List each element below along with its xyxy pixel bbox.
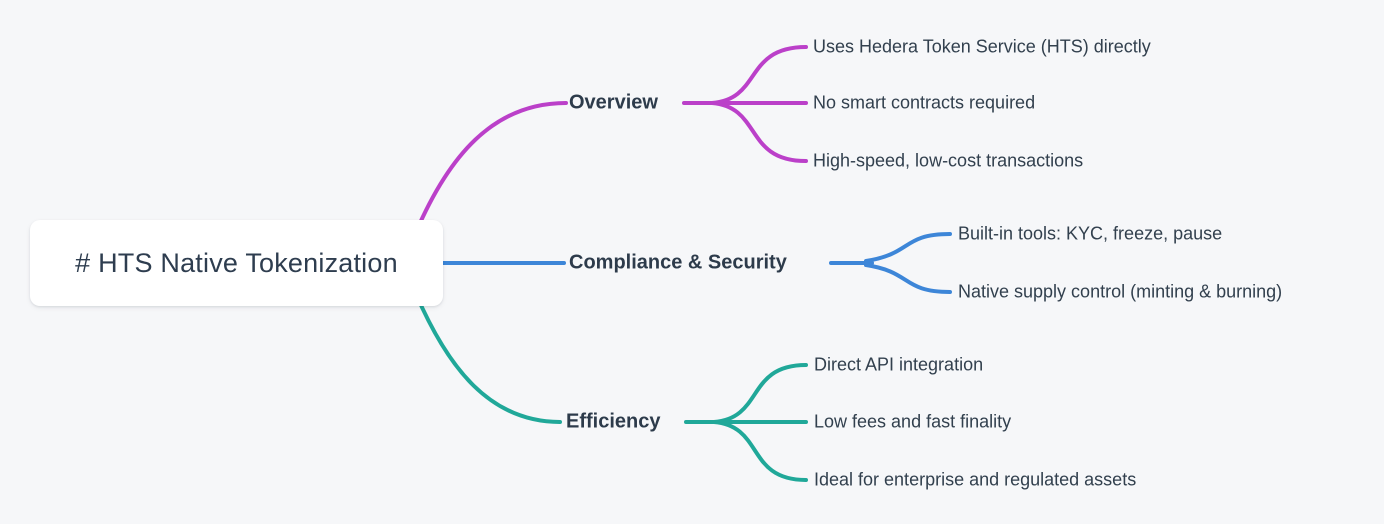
efficiency-leaf-3[interactable]: Ideal for enterprise and regulated asset… [814,469,1137,490]
compliance-to-leaf-1-link [864,232,952,263]
compliance-leaf-2[interactable]: Native supply control (minting & burning… [958,281,1283,302]
efficiency-to-leaf-3-link [712,420,808,482]
overview-leaf-3[interactable]: High-speed, low-cost transactions [813,150,1084,171]
compliance-leaf-1[interactable]: Built-in tools: KYC, freeze, pause [958,223,1223,244]
branch-label-compliance-security[interactable]: Compliance & Security [569,251,787,274]
efficiency-leaf-1[interactable]: Direct API integration [814,354,984,375]
root-to-overview-link [414,101,568,234]
efficiency-leaf-2[interactable]: Low fees and fast finality [814,411,1012,432]
compliance-to-leaf-2-link [864,263,952,294]
branch-label-overview[interactable]: Overview [569,91,658,114]
root-to-efficiency-link [414,292,562,424]
efficiency-to-leaf-1-link [712,363,808,424]
branch-label-efficiency[interactable]: Efficiency [566,410,661,433]
root-node[interactable]: # HTS Native Tokenization [30,220,443,306]
overview-to-leaf-1-link [710,45,808,105]
overview-leaf-1[interactable]: Uses Hedera Token Service (HTS) directly [813,36,1151,57]
overview-to-leaf-3-link [710,101,808,163]
root-node-label: # HTS Native Tokenization [75,247,398,278]
overview-leaf-2[interactable]: No smart contracts required [813,92,1036,113]
